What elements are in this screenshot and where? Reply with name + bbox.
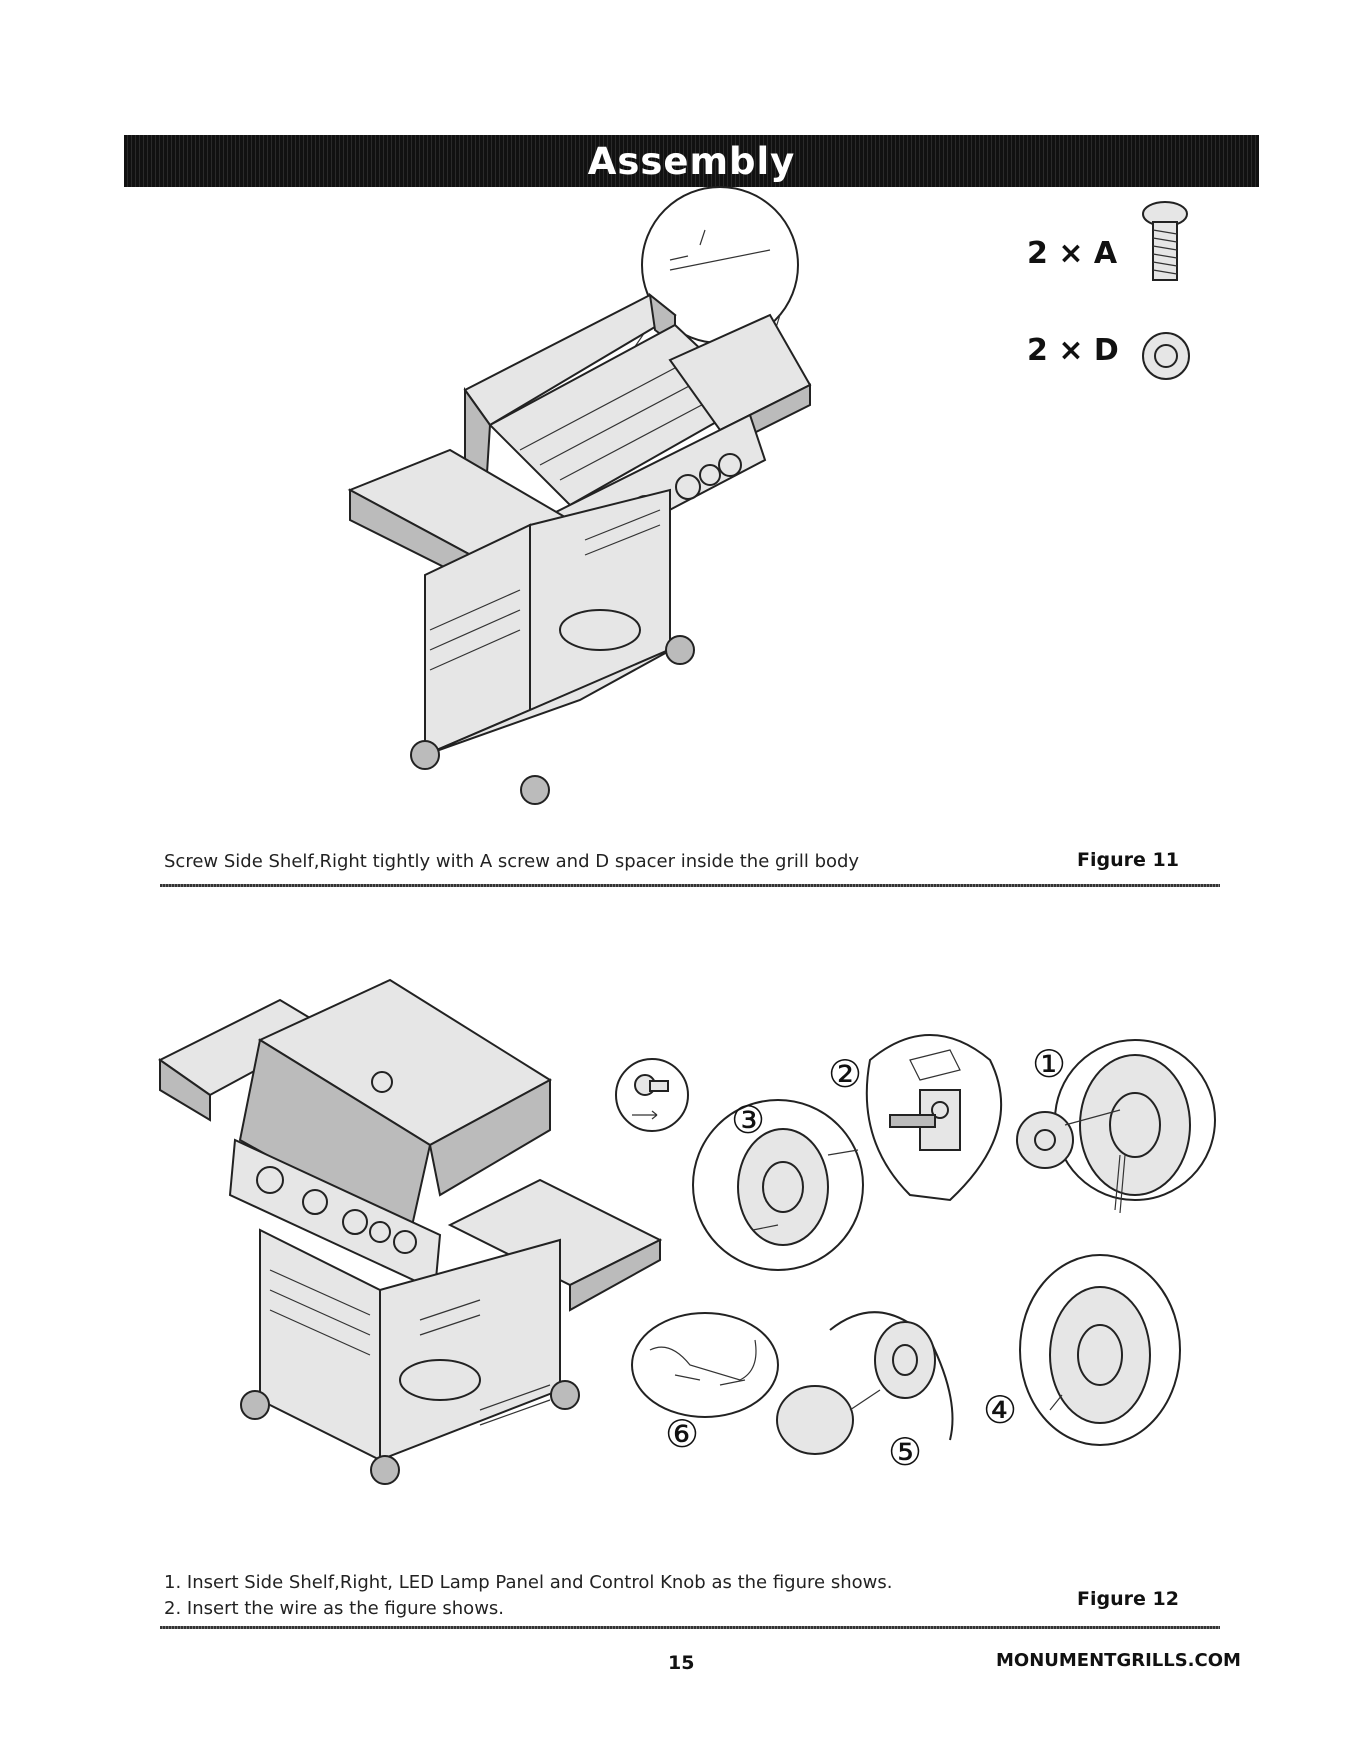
screw-icon [1140, 200, 1190, 290]
knob-shaft-detail-bubble [850, 1020, 1020, 1220]
footer-divider [160, 1626, 1220, 1629]
website-url: MONUMENTGRILLS.COM [996, 1650, 1241, 1671]
step-marker-6: ⑥ [665, 1412, 699, 1457]
figure-12-grill-illustration [150, 970, 710, 1530]
section-title: Assembly [588, 140, 796, 183]
led-panel-detail-bubble [1010, 1250, 1190, 1450]
wire-route-detail-bubble [630, 1310, 780, 1420]
section-header-banner: Assembly [124, 135, 1259, 187]
step-marker-5: ⑤ [888, 1430, 922, 1475]
step-marker-2: ② [828, 1052, 862, 1097]
figure-12-caption: 1. Insert Side Shelf,Right, LED Lamp Pan… [164, 1570, 892, 1622]
panel-detail-bubble [688, 1095, 868, 1275]
part-quantity-a: 2 × A [1027, 236, 1117, 271]
spacer-ring-icon [1140, 330, 1192, 382]
cart-back-panel [530, 490, 670, 710]
step-marker-4: ④ [983, 1388, 1017, 1433]
figure-11-caption: Screw Side Shelf,Right tightly with A sc… [164, 851, 859, 872]
divider [160, 884, 1220, 887]
caption-line-2: 2. Insert the wire as the figure shows. [164, 1596, 892, 1622]
step-marker-3: ③ [731, 1098, 765, 1143]
screw-detail-bubble [612, 1055, 692, 1135]
page-number: 15 [668, 1652, 694, 1674]
cart-left-panel [260, 1230, 380, 1460]
part-quantity-d: 2 × D [1027, 333, 1119, 368]
step-marker-1: ① [1032, 1042, 1066, 1087]
figure-12-label: Figure 12 [1077, 1588, 1179, 1610]
caption-line-1: 1. Insert Side Shelf,Right, LED Lamp Pan… [164, 1570, 892, 1596]
knob-install-detail-bubble [770, 1300, 970, 1460]
figure-11-grill-illustration [370, 190, 870, 840]
figure-11-label: Figure 11 [1077, 849, 1179, 871]
